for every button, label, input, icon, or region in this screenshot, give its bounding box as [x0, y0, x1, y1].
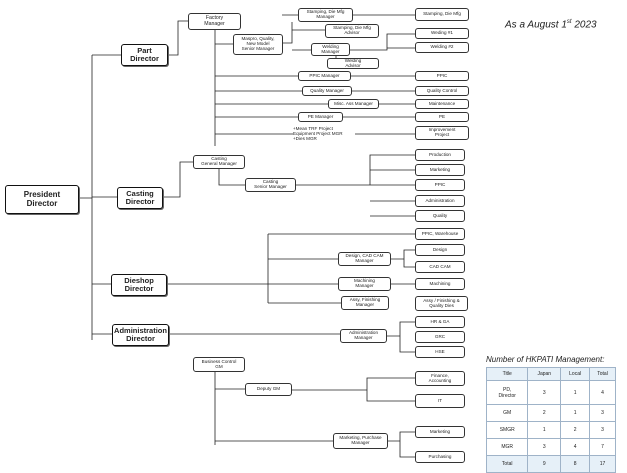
hse: HSE	[415, 346, 465, 358]
machining-manager: Machining Manager	[338, 277, 391, 291]
table-row: MGR 3 4 7	[485, 438, 616, 456]
stats-header-japan: Japan	[527, 367, 562, 381]
stats-header-title: Title	[485, 367, 529, 381]
design: Design	[415, 244, 465, 256]
table-row: PD, Director 3 1 4	[485, 380, 616, 405]
stamping-die-mfg: Stamping, Die Mfg	[415, 8, 469, 21]
casting-senior-manager: Casting Senior Manager	[245, 178, 296, 192]
row-japan: 3	[527, 438, 562, 456]
casting-production: Production	[415, 149, 465, 161]
total-row: Total 9 8 17	[485, 455, 616, 473]
stats-header-total: Total	[589, 367, 616, 381]
row-total: 3	[589, 404, 616, 422]
row-title: SMGR	[485, 421, 529, 439]
welding-2: Welding #2	[415, 42, 469, 53]
total-local: 8	[560, 455, 591, 473]
president-director: President Director	[5, 185, 79, 214]
welding-1: Weding #1	[415, 28, 469, 39]
finance-accounting: Finance, Accounting	[415, 371, 465, 386]
row-local: 2	[560, 421, 591, 439]
total-total: 17	[589, 455, 616, 473]
grc: GRC	[415, 331, 465, 343]
management-stats-table: Title Japan Local Total PD, Director 3 1…	[485, 367, 616, 473]
welding-manager: Welding Manager	[311, 43, 350, 56]
stats-header-row: Title Japan Local Total	[485, 367, 616, 381]
total-title: Total	[485, 455, 529, 473]
marketing-purchase-manager: Marketing, Purchase Manager	[333, 433, 388, 449]
row-japan: 1	[527, 421, 562, 439]
table-row: GM 2 1 3	[485, 404, 616, 422]
welding-advisor: Welding Advisor	[327, 58, 379, 69]
maintenance: Maintenance	[415, 99, 469, 109]
quality-manager: Quality Manager	[302, 86, 352, 96]
stamping-die-mfg-manager: Stamping, Die Mfg Manager	[298, 8, 353, 22]
administration-director: Administration Director	[112, 324, 169, 346]
total-japan: 9	[527, 455, 562, 473]
it: IT	[415, 394, 465, 408]
row-title: GM	[485, 404, 529, 422]
assy-finishing-quality-dies: Assy / Finishing & Quality Dies	[415, 296, 468, 311]
row-local: 4	[560, 438, 591, 456]
ppic-manager: PPIC Manager	[298, 71, 351, 81]
administration-manager: Administration Manager	[340, 329, 387, 343]
row-local: 1	[560, 380, 591, 405]
stamping-die-mfg-advisor: Stamping, Die Mfg Advisor	[325, 24, 379, 38]
design-cad-cam-manager: Design, CAD CAM Manager	[338, 252, 391, 266]
stats-title: Number of HKPATI Management:	[486, 355, 605, 364]
pe-manager: PE Manager	[298, 112, 343, 122]
project-manager-stack: +Mean TRF Project Equipment Project MGR …	[293, 126, 343, 142]
row-japan: 2	[527, 404, 562, 422]
business-marketing: Marketing	[415, 426, 465, 438]
casting-general-manager: Casting General Manager	[193, 155, 245, 169]
stats-header-local: Local	[560, 367, 591, 381]
casting-quality: Quality	[415, 210, 465, 222]
casting-administration: Administration	[415, 195, 465, 207]
ppic-warehouse: PPIC, Warehouse	[415, 228, 465, 240]
as-of-date: As a August 1st 2023	[505, 19, 597, 31]
ppic: PPIC	[415, 71, 469, 81]
row-japan: 3	[527, 380, 562, 405]
factory-manager: Factory Manager	[188, 13, 241, 30]
casting-director: Casting Director	[117, 187, 163, 209]
maspro-senior-manager: Maspro, Quality, New Model Senior Manage…	[233, 34, 283, 55]
dieshop-director: Dieshop Director	[111, 274, 167, 296]
casting-marketing: Marketing	[415, 164, 465, 176]
machining: Machining	[415, 278, 465, 290]
cad-cam: CAD CAM	[415, 261, 465, 273]
row-local: 1	[560, 404, 591, 422]
casting-ppic: PPIC	[415, 179, 465, 191]
improvement-project: Improvement Project	[415, 126, 469, 140]
quality-control: Quality Control	[415, 86, 469, 96]
row-title: MGR	[485, 438, 529, 456]
assy-finishing-manager: Assy, Finishing Manager	[341, 296, 389, 310]
row-title: PD, Director	[485, 380, 529, 405]
hr-ga: HR & GA	[415, 316, 465, 328]
row-total: 4	[589, 380, 616, 405]
misc-ass-manager: Misc. Ass Manager	[328, 99, 379, 109]
row-total: 7	[589, 438, 616, 456]
table-row: SMGR 1 2 3	[485, 421, 616, 439]
part-director: Part Director	[121, 44, 168, 66]
purchasing: Purchasing	[415, 451, 465, 463]
pe: PE	[415, 112, 469, 122]
business-control-gm: Business Control GM	[193, 357, 245, 372]
row-total: 3	[589, 421, 616, 439]
deputy-gm: Deputy GM	[245, 383, 292, 396]
